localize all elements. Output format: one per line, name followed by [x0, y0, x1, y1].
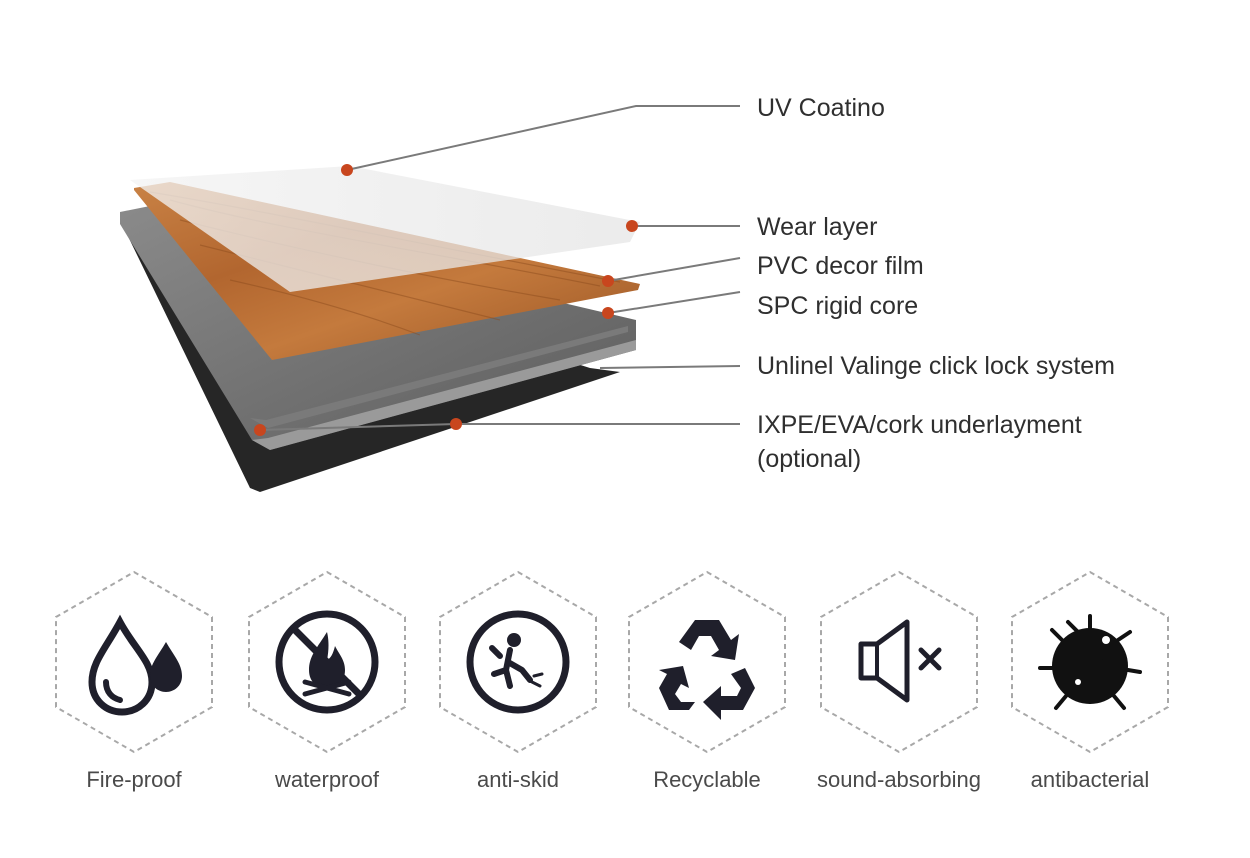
feature-label: Fire-proof — [86, 767, 182, 792]
leader-spc — [607, 291, 741, 314]
marker-dot-spc — [602, 307, 614, 319]
leader-uv — [346, 105, 740, 171]
speaker-mute-icon — [820, 570, 978, 754]
feature-row: Fire-proof waterproof anti-skid — [0, 560, 1250, 850]
water-drops-icon — [55, 570, 213, 754]
flooring-layer-diagram — [120, 105, 741, 492]
leader-click — [599, 365, 741, 369]
feature-label: waterproof — [275, 767, 379, 792]
bacteria-icon — [1011, 570, 1169, 754]
slipping-person-icon — [439, 570, 597, 754]
marker-dot-underlay — [450, 418, 462, 430]
leader-pvc — [607, 257, 741, 282]
marker-dot-wear — [626, 220, 638, 232]
underlayment-line1: IXPE/EVA/cork underlayment — [757, 411, 1082, 439]
underlayment-line2: (optional) — [757, 445, 862, 473]
feature-fire-proof: Fire-proof — [46, 560, 222, 820]
no-fire-icon — [248, 570, 406, 754]
layer-label-wear: Wear layer — [757, 213, 878, 241]
feature-recyclable: Recyclable — [619, 560, 795, 820]
layer-label-spc-core: SPC rigid core — [757, 292, 919, 320]
feature-label: Recyclable — [653, 767, 761, 792]
layer-label-uv-coating: UV Coatino — [757, 94, 885, 122]
feature-anti-skid: anti-skid — [430, 560, 606, 820]
layer-label-underlayment: IXPE/EVA/cork underlayment (optional) — [757, 408, 1082, 476]
layer-label-click-lock: Unlinel Valinge click lock system — [757, 352, 1115, 380]
feature-waterproof: waterproof — [239, 560, 415, 820]
feature-label: sound-absorbing — [817, 767, 981, 792]
wear-layer — [130, 166, 640, 292]
marker-dot-click — [254, 424, 266, 436]
feature-antibacterial: antibacterial — [1002, 560, 1178, 820]
recycle-icon — [628, 570, 786, 754]
feature-label: antibacterial — [1030, 767, 1150, 792]
feature-sound-absorbing: sound-absorbing — [811, 560, 987, 820]
marker-dot-uv — [341, 164, 353, 176]
layer-label-pvc-decor: PVC decor film — [757, 252, 924, 280]
feature-label: anti-skid — [477, 767, 559, 792]
marker-dot-pvc — [602, 275, 614, 287]
click-lock-edge — [252, 340, 636, 450]
